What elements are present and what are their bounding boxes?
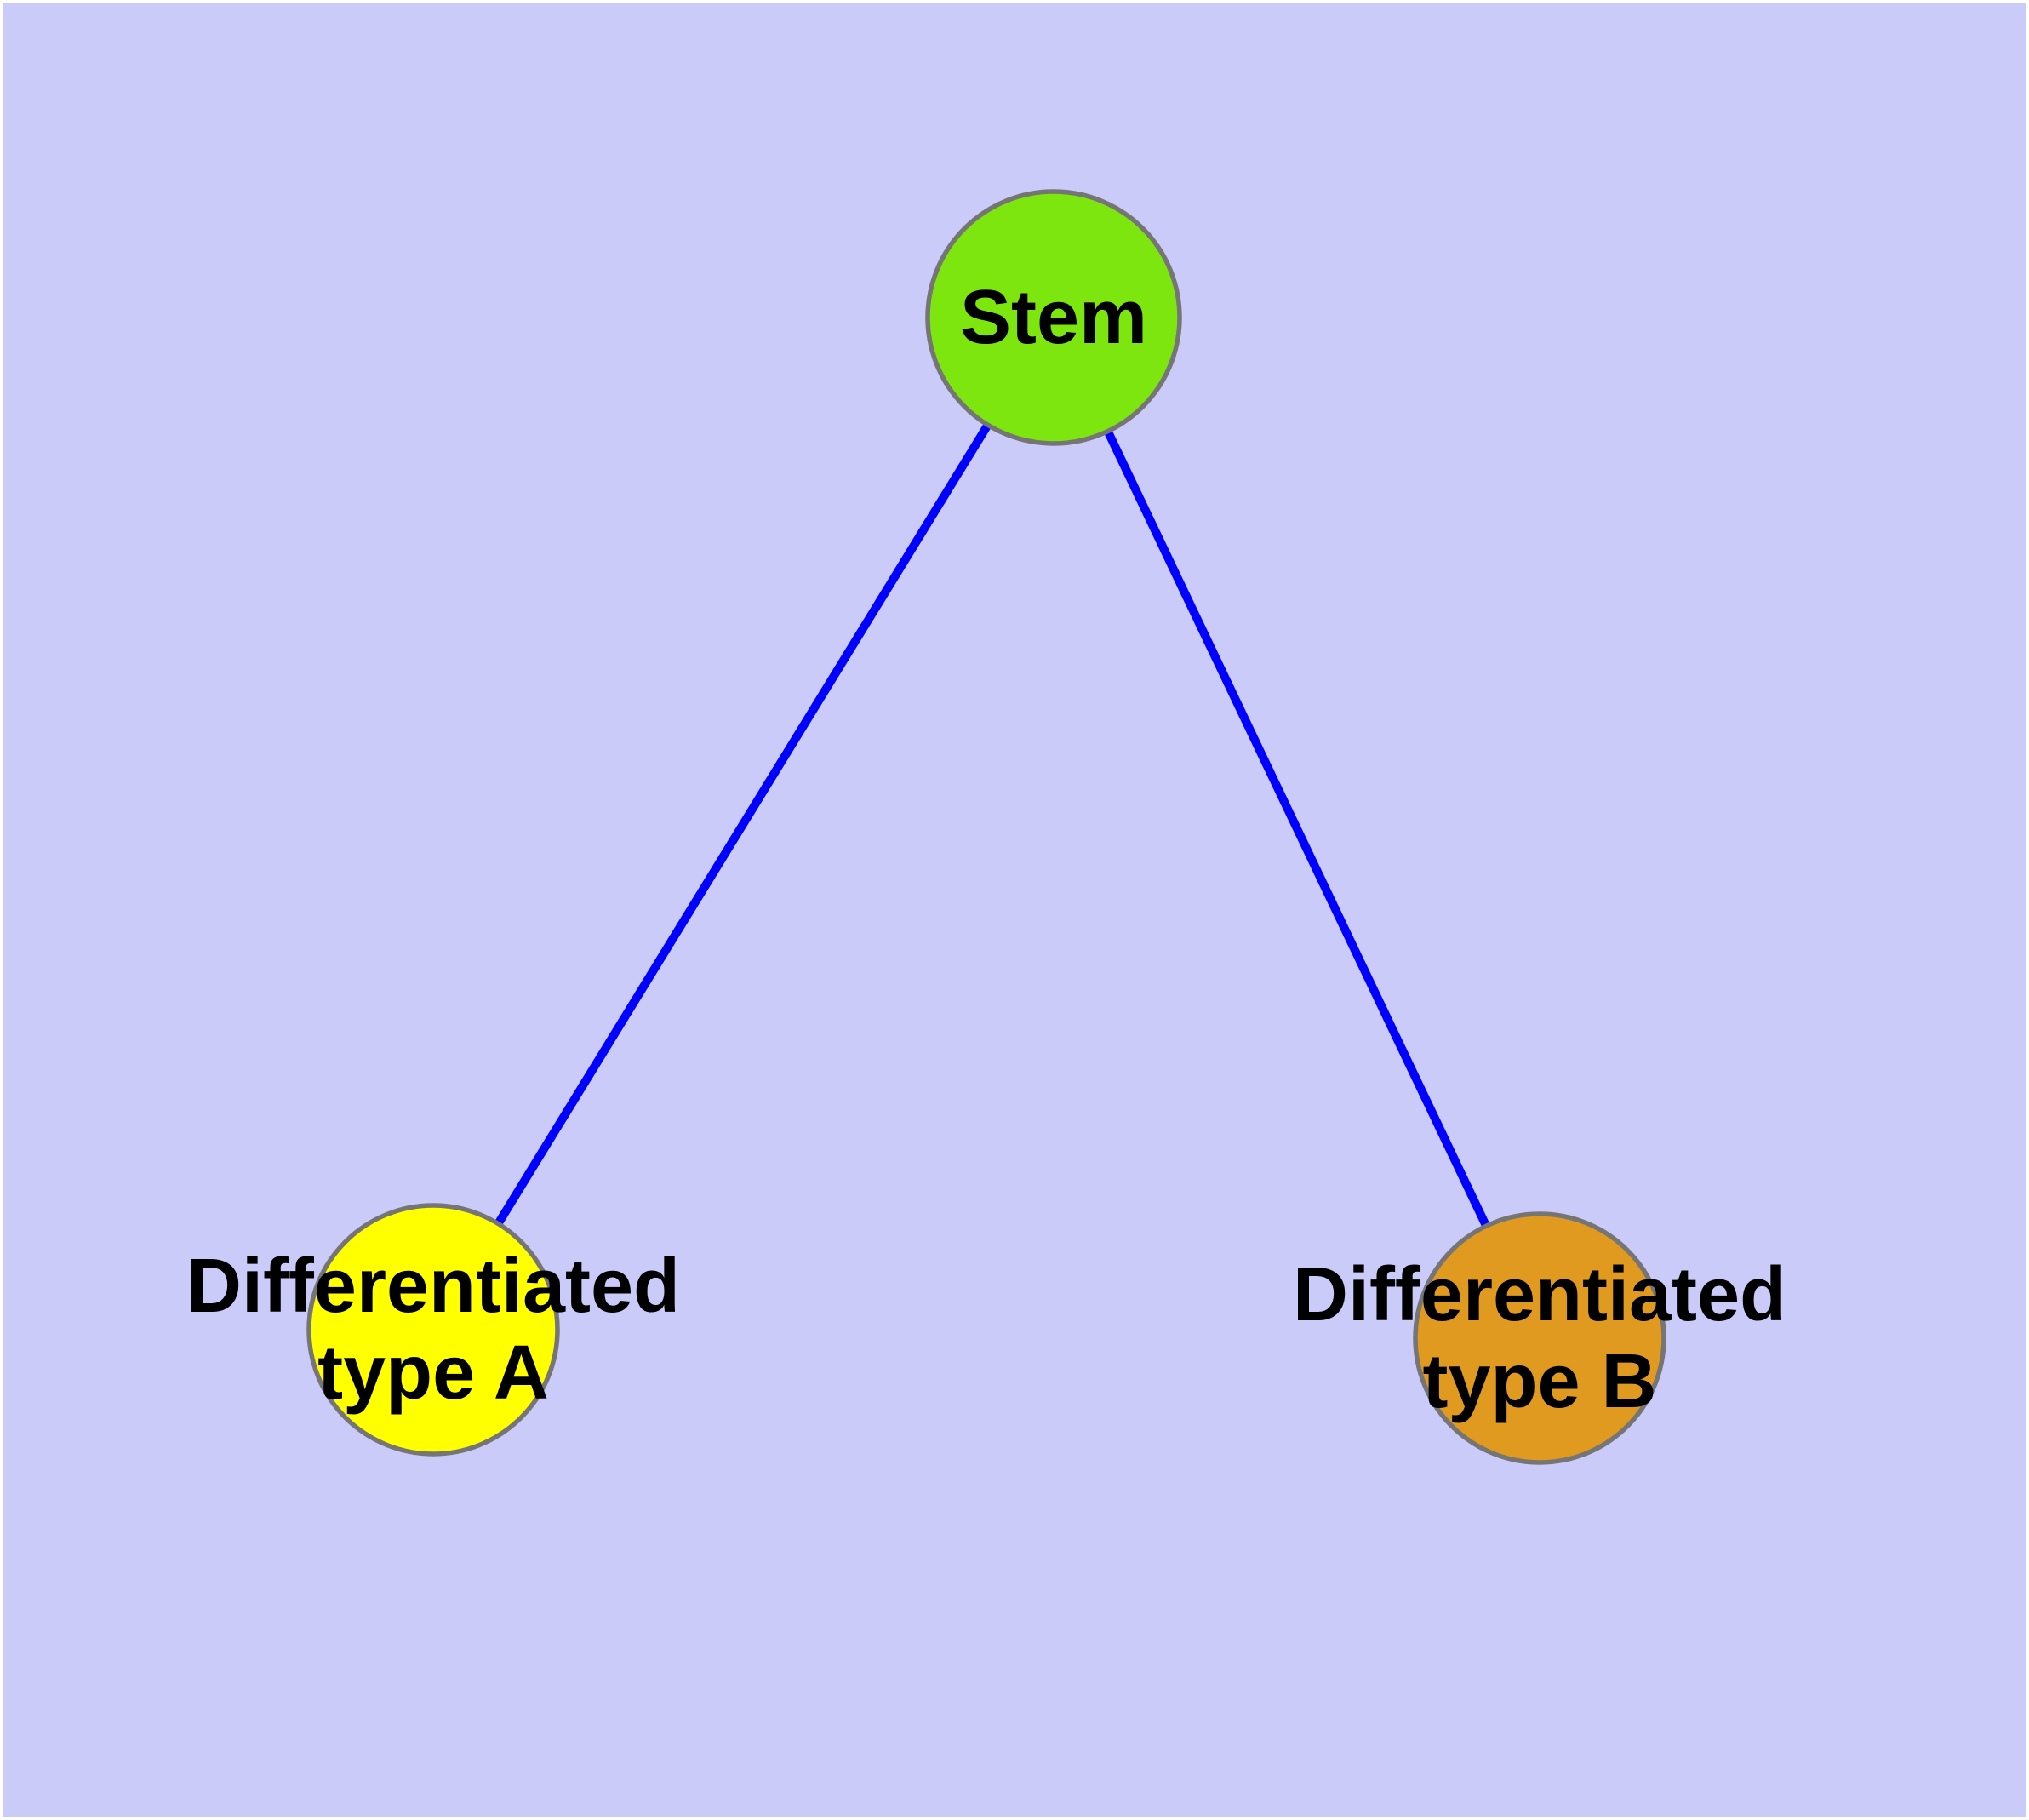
edge-stem-to-type-a [429, 315, 1058, 1332]
node-type-a-label-line2: type A [317, 1331, 549, 1416]
node-stem [925, 189, 1182, 446]
node-differentiated-type-b [1413, 1211, 1666, 1465]
node-type-b-label-line2: type B [1422, 1339, 1656, 1424]
node-type-a-label-line1: Differentiated [186, 1244, 680, 1329]
edge-stem-to-type-b [1049, 315, 1544, 1341]
node-type-b-label-line1: Differentiated [1293, 1252, 1786, 1337]
node-stem-label: Stem [960, 275, 1147, 360]
node-differentiated-type-a [306, 1203, 560, 1457]
